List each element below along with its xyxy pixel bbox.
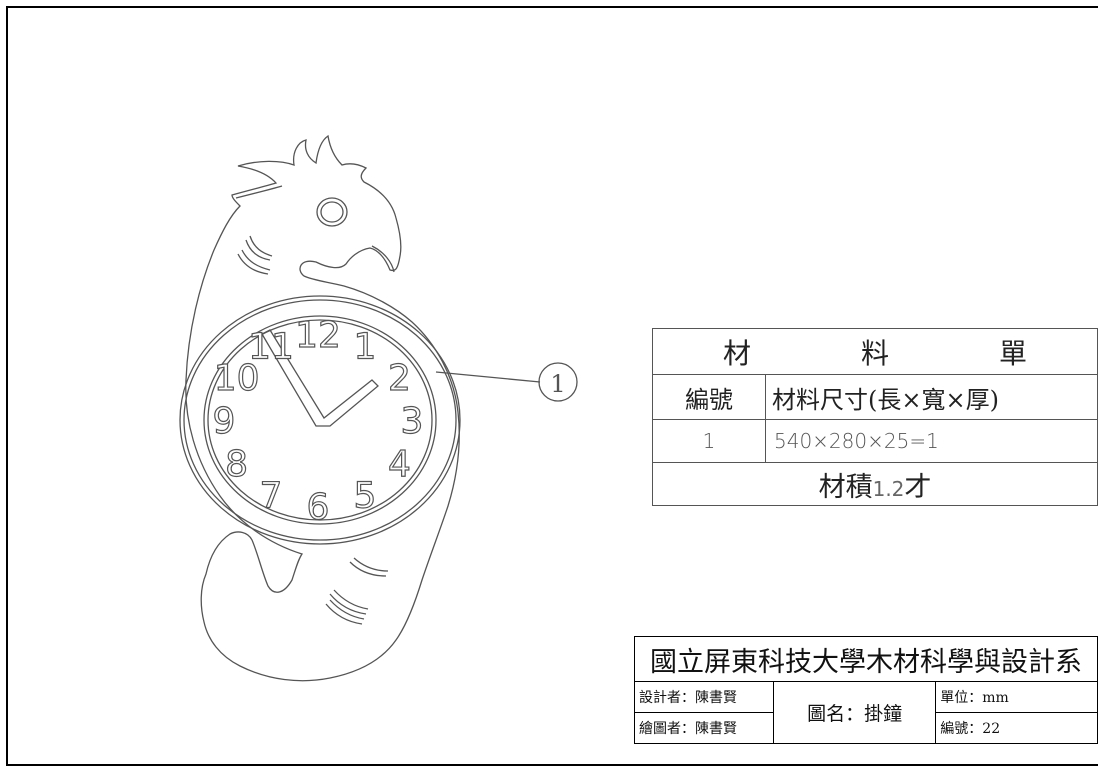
title-block: 國立屏東科技大學木材科學與設計系 設計者：陳書賢 圖名：掛鐘 單位：mm 繪圖者… [633,636,1098,744]
bird-outline [185,134,460,682]
volume-cell: 材積1.2才 [652,462,1098,506]
materials-title-char-3: 單 [999,336,1028,370]
clock-numeral-3: 3 [401,401,424,442]
drawing-name: 圖名：掛鐘 [773,681,937,744]
drafter: 繪圖者：陳書賢 [633,712,775,744]
clock-numeral-7: 7 [260,476,283,517]
clock-numeral-11: 11 [248,327,294,368]
clock-numeral-12: 12 [295,315,341,356]
clock-numeral-2: 2 [388,358,411,399]
clock-numeral-4: 4 [388,444,411,485]
clock-numeral-5: 5 [354,476,377,517]
materials-title-char-1: 材 [722,336,751,370]
table-row: 1 540×280×25=1 [652,419,1098,463]
header-size: 材料尺寸(長×寬×厚) [765,374,1098,420]
clock-numeral-8: 8 [225,444,248,485]
unit: 單位：mm [935,681,1098,713]
clock-numeral-10: 10 [214,358,260,399]
clock-numeral-1: 1 [354,327,377,368]
part-callout-circle [538,362,578,402]
header-number: 編號 [652,374,766,420]
drawing-number: 編號：22 [935,712,1098,744]
volume-unit: 才 [904,471,932,503]
part-callout-label: 1 [550,370,565,398]
row-number: 1 [652,419,766,463]
materials-title-char-2: 料 [860,336,889,370]
volume-value: 1.2 [872,476,905,501]
row-size: 540×280×25=1 [765,419,1098,463]
clock-numeral-6: 6 [307,487,330,528]
hour-minute-hands [261,329,379,427]
clock-numeral-9: 9 [213,401,236,442]
volume-prefix: 材積 [818,471,873,503]
designer: 設計者：陳書賢 [633,681,775,713]
school-name: 國立屏東科技大學木材科學與設計系 [634,636,1098,682]
materials-table: 材 料 單 編號 材料尺寸(長×寬×厚) 1 540×280×25=1 材積1.2才 [652,328,1098,506]
